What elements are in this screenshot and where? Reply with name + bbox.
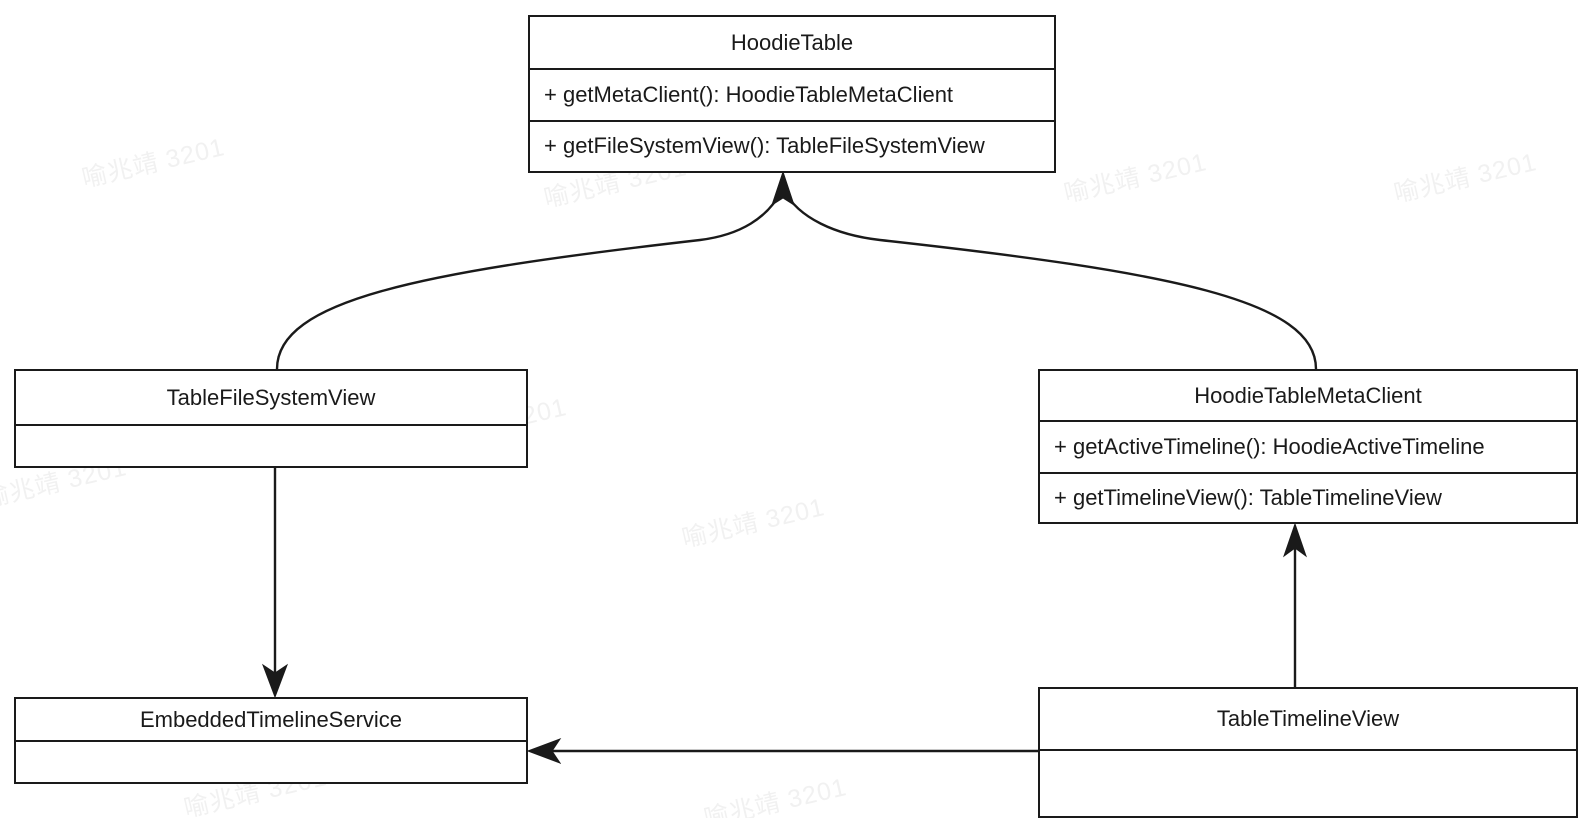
watermark: 喻兆靖 3201	[1061, 148, 1210, 209]
class-box-embedded-timeline-service[interactable]: EmbeddedTimelineService	[14, 697, 528, 784]
class-member: + getMetaClient(): HoodieTableMetaClient	[544, 82, 954, 107]
class-members-hoodie-table-meta-client: + getActiveTimeline(): HoodieActiveTimel…	[1040, 422, 1576, 522]
watermark: 喻兆靖 3201	[79, 133, 228, 194]
edge-fsview-to-hoodietable	[275, 189, 784, 370]
class-members-hoodie-table: + getMetaClient(): HoodieTableMetaClient…	[530, 70, 1054, 170]
watermark: 喻兆靖 3201	[701, 773, 850, 818]
class-name-hoodie-table-meta-client: HoodieTableMetaClient	[1040, 371, 1576, 422]
class-member: + getTimelineView(): TableTimelineView	[1040, 472, 1576, 522]
watermark: 喻兆靖 3201	[679, 493, 828, 554]
watermark: 喻兆靖 3201	[1391, 148, 1540, 209]
arrowhead-into-hoodie-table	[771, 170, 795, 207]
edge-metaclient-to-hoodietable	[782, 189, 1318, 370]
class-box-table-file-system-view[interactable]: TableFileSystemView	[14, 369, 528, 468]
class-members-table-file-system-view	[16, 426, 526, 466]
class-members-embedded-timeline-service	[16, 742, 526, 782]
class-name-hoodie-table: HoodieTable	[530, 17, 1054, 70]
class-name-embedded-timeline-service: EmbeddedTimelineService	[16, 699, 526, 742]
class-member: + getActiveTimeline(): HoodieActiveTimel…	[1054, 434, 1485, 459]
arrowhead-into-embedded-timeline-right	[526, 737, 562, 765]
class-box-table-timeline-view[interactable]: TableTimelineView	[1038, 687, 1578, 818]
class-box-hoodie-table-meta-client[interactable]: HoodieTableMetaClient + getActiveTimelin…	[1038, 369, 1578, 524]
arrowhead-into-embedded-timeline-top	[261, 663, 289, 699]
class-box-hoodie-table[interactable]: HoodieTable + getMetaClient(): HoodieTab…	[528, 15, 1056, 173]
arrowhead-into-meta-client	[1283, 522, 1307, 558]
class-member: + getFileSystemView(): TableFileSystemVi…	[530, 120, 1054, 170]
class-name-table-file-system-view: TableFileSystemView	[16, 371, 526, 426]
class-name-table-timeline-view: TableTimelineView	[1040, 689, 1576, 751]
class-members-table-timeline-view	[1040, 751, 1576, 816]
